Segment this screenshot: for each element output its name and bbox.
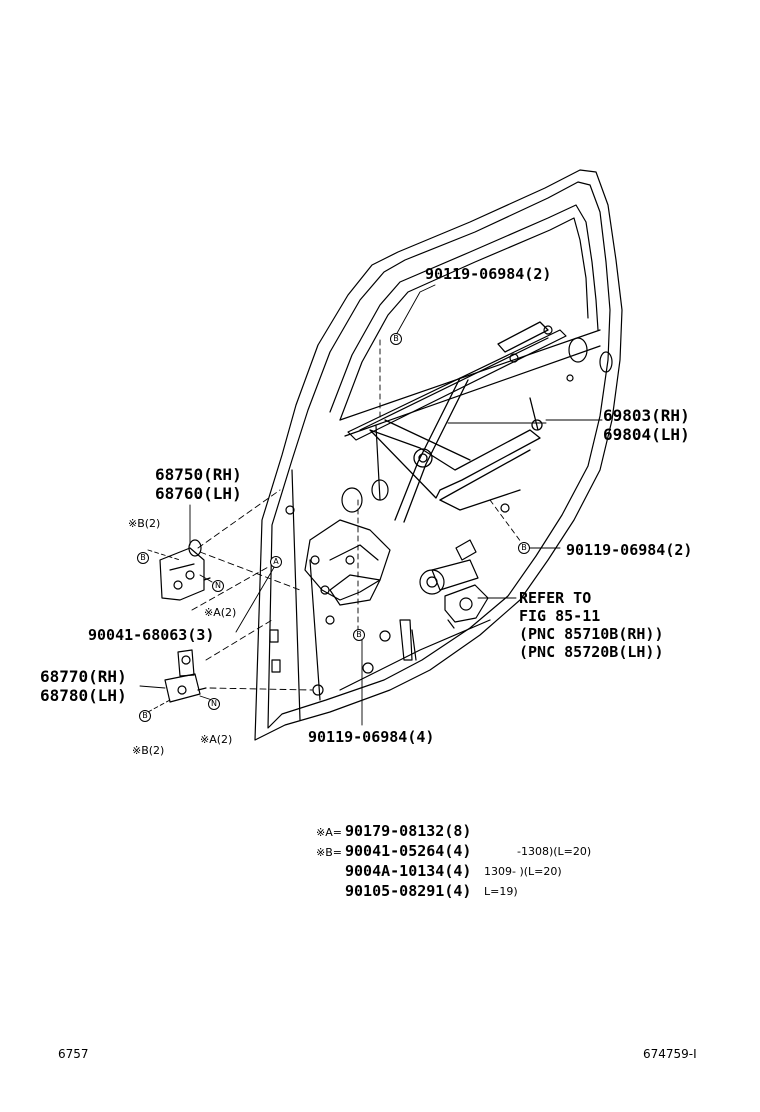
pnc-lh-label: (PNC 85720B(LH)) bbox=[519, 643, 664, 661]
refer-to-label: REFER TO bbox=[519, 589, 592, 607]
marker-b-bottom: B bbox=[353, 629, 365, 641]
bolt-hinge-label: 90041-68063(3) bbox=[88, 626, 215, 644]
lock-bracket bbox=[304, 519, 391, 606]
parts-list-mark: ※B= bbox=[316, 846, 342, 859]
regulator-motor bbox=[419, 539, 489, 629]
bolt-bottom-label: 90119-06984(4) bbox=[308, 728, 435, 746]
marker-b-lower-hinge: B bbox=[139, 710, 151, 722]
leader-lines bbox=[139, 284, 603, 726]
hinge-lower-lh-label: 68780(LH) bbox=[40, 686, 127, 705]
mark-a2-lower: ※A(2) bbox=[200, 733, 233, 746]
parts-list-part: 90105-08291(4) bbox=[345, 882, 472, 900]
hinge-lower-rh-label: 68770(RH) bbox=[40, 667, 127, 686]
hinge-upper-lh-label: 68760(LH) bbox=[155, 484, 242, 503]
parts-list-part: 90041-05264(4) bbox=[345, 842, 472, 860]
footer-right-code: 674759-I bbox=[643, 1047, 697, 1061]
hinge-upper-rh-label: 68750(RH) bbox=[155, 465, 242, 484]
footer-left-code: 6757 bbox=[58, 1047, 89, 1061]
mark-b2-upper: ※B(2) bbox=[128, 517, 161, 530]
regulator-lh-label: 69804(LH) bbox=[603, 425, 690, 444]
marker-a-panel: A bbox=[270, 556, 282, 568]
parts-list-part: 90179-08132(8) bbox=[345, 822, 472, 840]
mark-a2-upper: ※A(2) bbox=[204, 606, 237, 619]
marker-b-upper-hinge: B bbox=[137, 552, 149, 564]
window-channel bbox=[347, 329, 567, 501]
marker-b-right: B bbox=[518, 542, 530, 554]
window-regulator bbox=[369, 321, 549, 523]
parts-list-mark: ※A= bbox=[316, 826, 342, 839]
lower-hinge bbox=[164, 649, 207, 703]
pnc-rh-label: (PNC 85710B(RH)) bbox=[519, 625, 664, 643]
fig-ref-label: FIG 85-11 bbox=[519, 607, 601, 625]
parts-list-note: 1309- )(L=20) bbox=[484, 865, 562, 878]
regulator-rh-label: 69803(RH) bbox=[603, 406, 690, 425]
parts-list-note: L=19) bbox=[484, 885, 518, 898]
parts-list-note: -1308)(L=20) bbox=[517, 845, 592, 858]
marker-b-top: B bbox=[390, 333, 402, 345]
bolt-top-label: 90119-06984(2) bbox=[425, 265, 552, 283]
bolt-right-label: 90119-06984(2) bbox=[566, 541, 693, 559]
parts-list-part: 9004A-10134(4) bbox=[345, 862, 472, 880]
panel-holes bbox=[269, 325, 613, 696]
marker-n-lower-hinge: N bbox=[208, 698, 220, 710]
marker-n-upper-hinge: N bbox=[212, 580, 224, 592]
mark-b2-lower: ※B(2) bbox=[132, 744, 165, 757]
upper-hinge bbox=[159, 539, 211, 601]
